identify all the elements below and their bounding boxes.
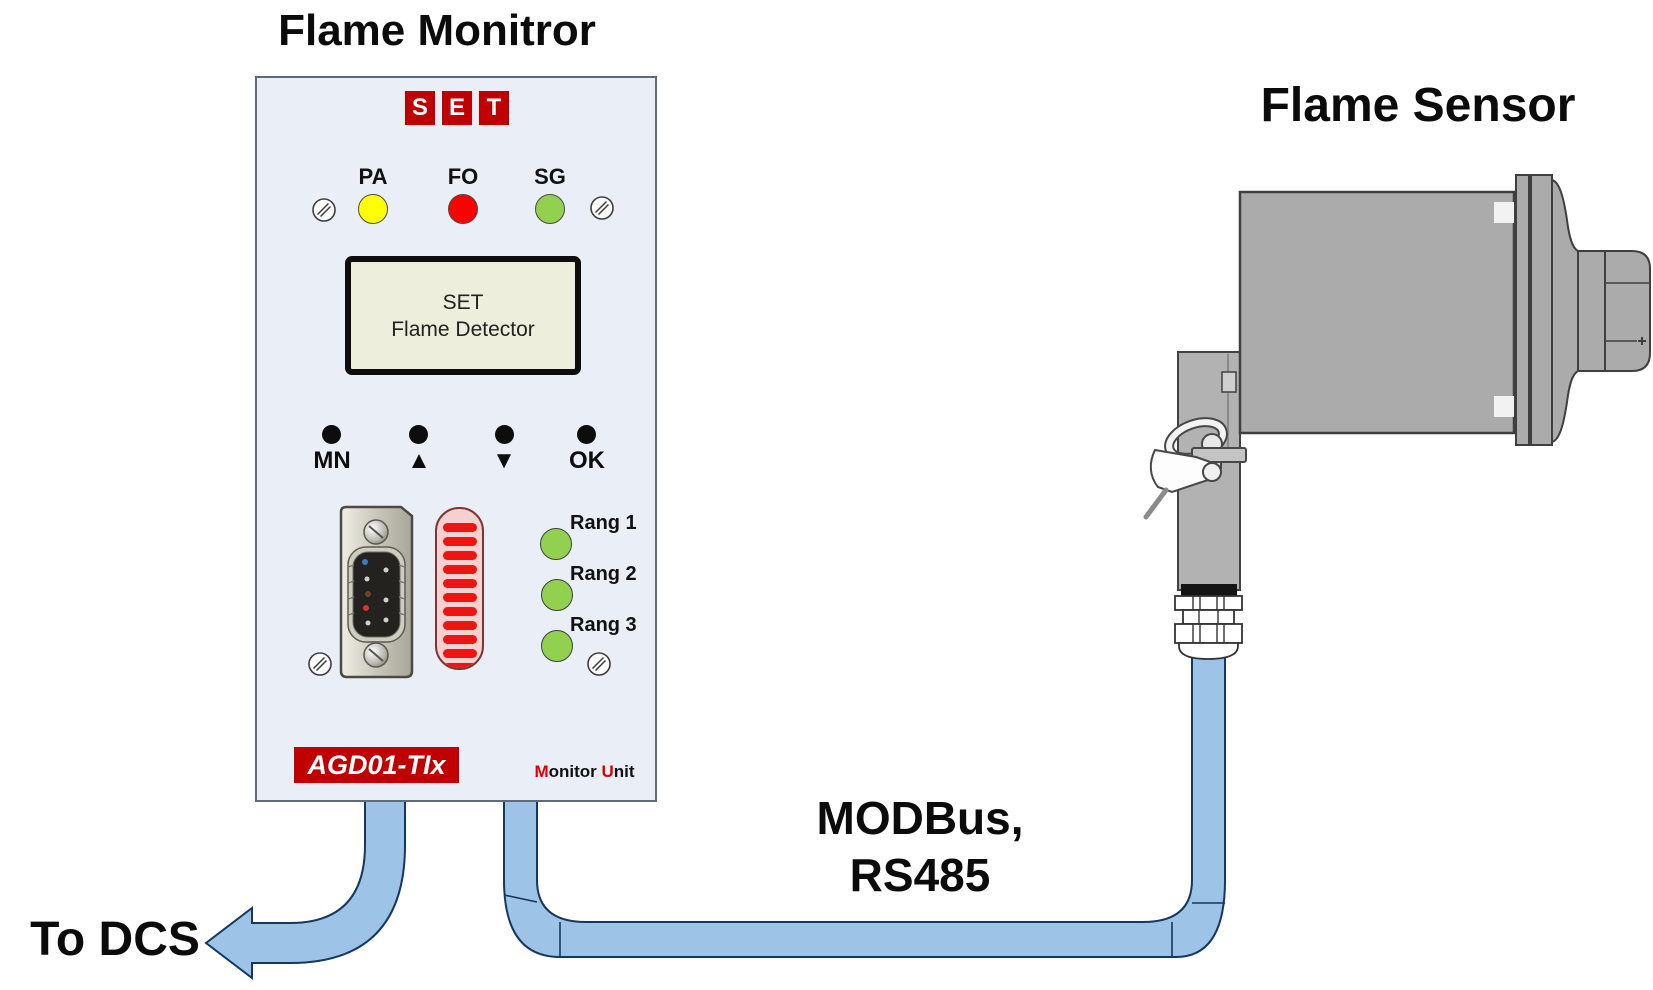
- button-mn-dot: [322, 425, 341, 444]
- sensor-nozzle: [1604, 250, 1651, 372]
- screw-icon: [308, 652, 332, 676]
- unit-label-nit: nit: [613, 762, 635, 781]
- button-down-label: ▼: [492, 447, 516, 474]
- sensor-title: Flame Sensor: [1260, 79, 1576, 132]
- screw-icon: [590, 196, 614, 220]
- set-logo-letter-e: E: [442, 91, 472, 125]
- sensor-mount-hole-top: [1494, 202, 1514, 223]
- led-label-fo: FO: [447, 164, 479, 189]
- button-mn-label: MN: [313, 447, 351, 474]
- status-led-fo: [448, 194, 478, 224]
- status-led-sg: [535, 194, 565, 224]
- flame-monitor-panel: S E T PA FO SG SET Flame Detector MN ▲: [255, 76, 657, 802]
- pipe-joints: [503, 894, 1225, 957]
- button-ok-label: OK: [569, 447, 605, 474]
- vent-grille: [435, 507, 484, 670]
- lcd-line2: Flame Detector: [391, 317, 535, 341]
- sensor-neck: [1577, 250, 1606, 372]
- status-led-pa: [358, 194, 388, 224]
- lcd-line1: SET: [442, 290, 484, 314]
- rang-3-label: Rang 3: [570, 614, 637, 636]
- model-badge: AGD01-TIx: [294, 747, 459, 783]
- vent-grille-bars: [437, 523, 482, 668]
- cable-gland: [1174, 584, 1243, 660]
- unit-label: Monitor Unit: [517, 762, 652, 782]
- unit-label-u: U: [601, 762, 614, 781]
- set-logo-letter-s: S: [405, 91, 435, 125]
- sensor-connector-tab: [1221, 371, 1237, 393]
- rang-2-led: [541, 579, 573, 611]
- set-logo: S E T: [405, 91, 509, 125]
- button-up-dot: [409, 425, 428, 444]
- rang-2-label: Rang 2: [570, 563, 637, 585]
- button-up-label: ▲: [407, 447, 431, 474]
- screw-icon: [587, 652, 611, 676]
- bus-label: MODBus, RS485: [780, 790, 1060, 904]
- set-logo-letter-t: T: [479, 91, 509, 125]
- button-ok-dot: [577, 425, 596, 444]
- sensor-mount-hole-bottom: [1494, 396, 1514, 417]
- bus-label-line1: MODBus,: [816, 792, 1024, 844]
- unit-label-m: M: [534, 762, 549, 781]
- sensor-flange-plate-1: [1515, 174, 1530, 446]
- sensor-flange-plate-2: [1530, 174, 1553, 446]
- unit-label-onitor: onitor: [548, 762, 602, 781]
- button-down-dot: [495, 425, 514, 444]
- rang-1-led: [540, 528, 572, 560]
- sensor-nozzle-lines: [1605, 282, 1650, 345]
- db9-serial-connector: [339, 505, 414, 679]
- flame-sensor-body: [1238, 190, 1516, 435]
- led-label-sg: SG: [534, 164, 566, 189]
- screw-icon: [312, 198, 336, 222]
- dcs-label: To DCS: [30, 913, 200, 966]
- lcd-display: SET Flame Detector: [345, 256, 581, 375]
- sensor-clamp: [1143, 417, 1247, 520]
- sensor-bell: [1551, 178, 1579, 444]
- bus-label-line2: RS485: [849, 849, 991, 901]
- monitor-title: Flame Monitror: [278, 6, 596, 55]
- db9-pins: [362, 559, 389, 626]
- rang-3-led: [541, 630, 573, 662]
- pipe-to-dcs: [204, 794, 406, 981]
- rang-1-label: Rang 1: [570, 512, 637, 534]
- led-label-pa: PA: [358, 164, 388, 189]
